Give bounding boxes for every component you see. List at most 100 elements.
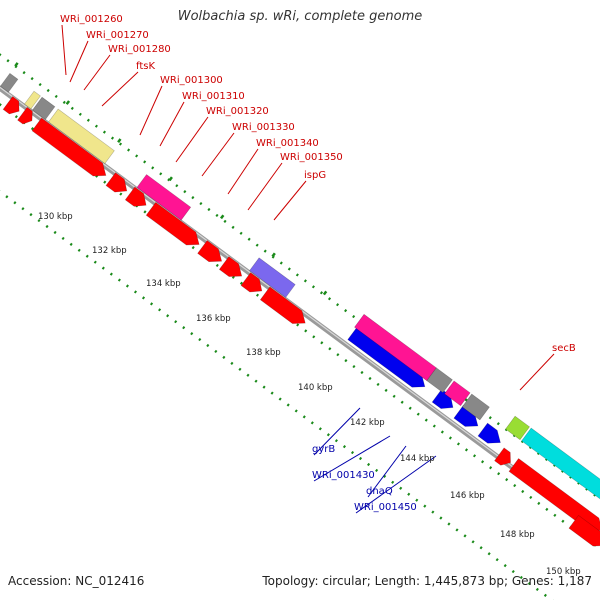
- gene-label: WRi_001310: [182, 91, 245, 102]
- gene-block-shape: [32, 96, 56, 120]
- gene-block-shape: [48, 108, 115, 164]
- gene-block: [494, 447, 511, 466]
- gene-block-shape: [477, 422, 501, 444]
- gene-label: dnaQ: [366, 486, 393, 497]
- gene-block-shape: [259, 286, 306, 324]
- forward-tick-track: [0, 53, 600, 501]
- gene-label: WRi_001260: [60, 14, 123, 25]
- gene-block-shape: [145, 202, 200, 246]
- scale-label: 138 kbp: [246, 348, 281, 358]
- gene-block-shape: [461, 393, 490, 421]
- major-tick: [322, 290, 328, 296]
- gene-label-leader: [247, 162, 283, 211]
- gene-block: [0, 72, 19, 93]
- gene-block-shape: [426, 367, 453, 394]
- major-tick: [220, 214, 225, 220]
- gene-label: WRi_001330: [232, 122, 295, 133]
- gene-label: WRi_001350: [280, 152, 343, 163]
- gene-label-leader: [519, 353, 555, 391]
- gene-label-leader: [83, 54, 111, 91]
- gene-block-shape: [494, 447, 511, 466]
- gene-label-leader: [61, 24, 67, 76]
- gene-label: ftsK: [136, 61, 155, 72]
- gene-block-shape: [0, 72, 19, 93]
- gene-block: [477, 422, 501, 444]
- gene-label: secB: [552, 343, 576, 354]
- scale-label: 134 kbp: [146, 279, 181, 289]
- scale-label: 136 kbp: [196, 314, 231, 324]
- gene-block: [461, 393, 490, 421]
- gene-block-shape: [444, 380, 471, 407]
- gene-block: [444, 380, 471, 407]
- gene-label: WRi_001320: [206, 106, 269, 117]
- gene-block: [249, 257, 296, 298]
- gene-block: [145, 202, 200, 246]
- gene-block: [568, 514, 600, 547]
- gene-label: WRi_001280: [108, 44, 171, 55]
- major-tick: [271, 252, 276, 258]
- gene-label: gyrB: [312, 444, 335, 455]
- gene-block: [259, 286, 306, 324]
- major-tick: [117, 138, 122, 144]
- gene-label-leader: [313, 435, 391, 482]
- gene-block: [505, 415, 530, 441]
- scale-tick-track: [0, 190, 554, 600]
- gene-label-leader: [227, 148, 259, 195]
- gene-block-shape: [24, 90, 41, 110]
- gene-block-shape: [568, 514, 600, 547]
- gene-label-leader: [313, 407, 361, 456]
- gene-label: WRi_001450: [354, 502, 417, 513]
- gene-block-shape: [2, 96, 20, 115]
- gene-block: [240, 272, 263, 293]
- gene-label-leader: [69, 40, 89, 83]
- scale-label: 146 kbp: [450, 491, 485, 501]
- gene-block-shape: [136, 174, 192, 221]
- accession-text: Accession: NC_012416: [8, 574, 145, 588]
- gene-label: WRi_001430: [312, 470, 375, 481]
- gene-block-shape: [249, 257, 296, 298]
- gene-label-leader: [101, 71, 139, 107]
- major-tick: [65, 100, 71, 105]
- scale-label: 132 kbp: [92, 246, 127, 256]
- gene-block: [48, 108, 115, 164]
- gene-block-shape: [240, 272, 263, 293]
- gene-block-shape: [521, 427, 600, 513]
- gene-block: [17, 106, 33, 125]
- gene-label-leader: [355, 455, 437, 514]
- gene-block: [218, 256, 243, 277]
- gene-block-shape: [31, 117, 107, 177]
- gene-block-shape: [505, 415, 530, 441]
- gene-block-shape: [124, 186, 147, 207]
- scale-label: 140 kbp: [298, 383, 333, 393]
- scale-label: 130 kbp: [38, 212, 73, 222]
- scale-label: 144 kbp: [400, 454, 435, 464]
- gene-label: ispG: [304, 170, 326, 181]
- gene-label-leader: [367, 445, 407, 498]
- gene-block: [31, 117, 107, 177]
- gene-block: [197, 240, 223, 262]
- gene-block-shape: [218, 256, 243, 277]
- major-tick: [14, 62, 19, 67]
- gene-label: WRi_001270: [86, 30, 149, 41]
- gene-label-leader: [273, 180, 307, 221]
- gene-label-leader: [201, 132, 235, 177]
- gene-block-shape: [197, 240, 223, 262]
- gene-label: WRi_001340: [256, 138, 319, 149]
- gene-block: [32, 96, 56, 120]
- gene-label: WRi_001300: [160, 75, 223, 86]
- gene-block: [24, 90, 41, 110]
- gene-label-leader: [159, 101, 185, 147]
- gene-block-shape: [105, 172, 128, 193]
- gene-label-leader: [175, 116, 209, 163]
- scale-label: 148 kbp: [500, 530, 535, 540]
- scale-label: 142 kbp: [350, 418, 385, 428]
- gene-block: [354, 313, 437, 382]
- map-title: Wolbachia sp. wRi, complete genome: [177, 9, 423, 24]
- scale-label: 150 kbp: [546, 567, 581, 577]
- gene-label-leader: [139, 85, 163, 136]
- gene-block: [105, 172, 128, 193]
- gene-block: [521, 427, 600, 513]
- genome-summary-text: Topology: circular; Length: 1,445,873 bp…: [262, 574, 592, 588]
